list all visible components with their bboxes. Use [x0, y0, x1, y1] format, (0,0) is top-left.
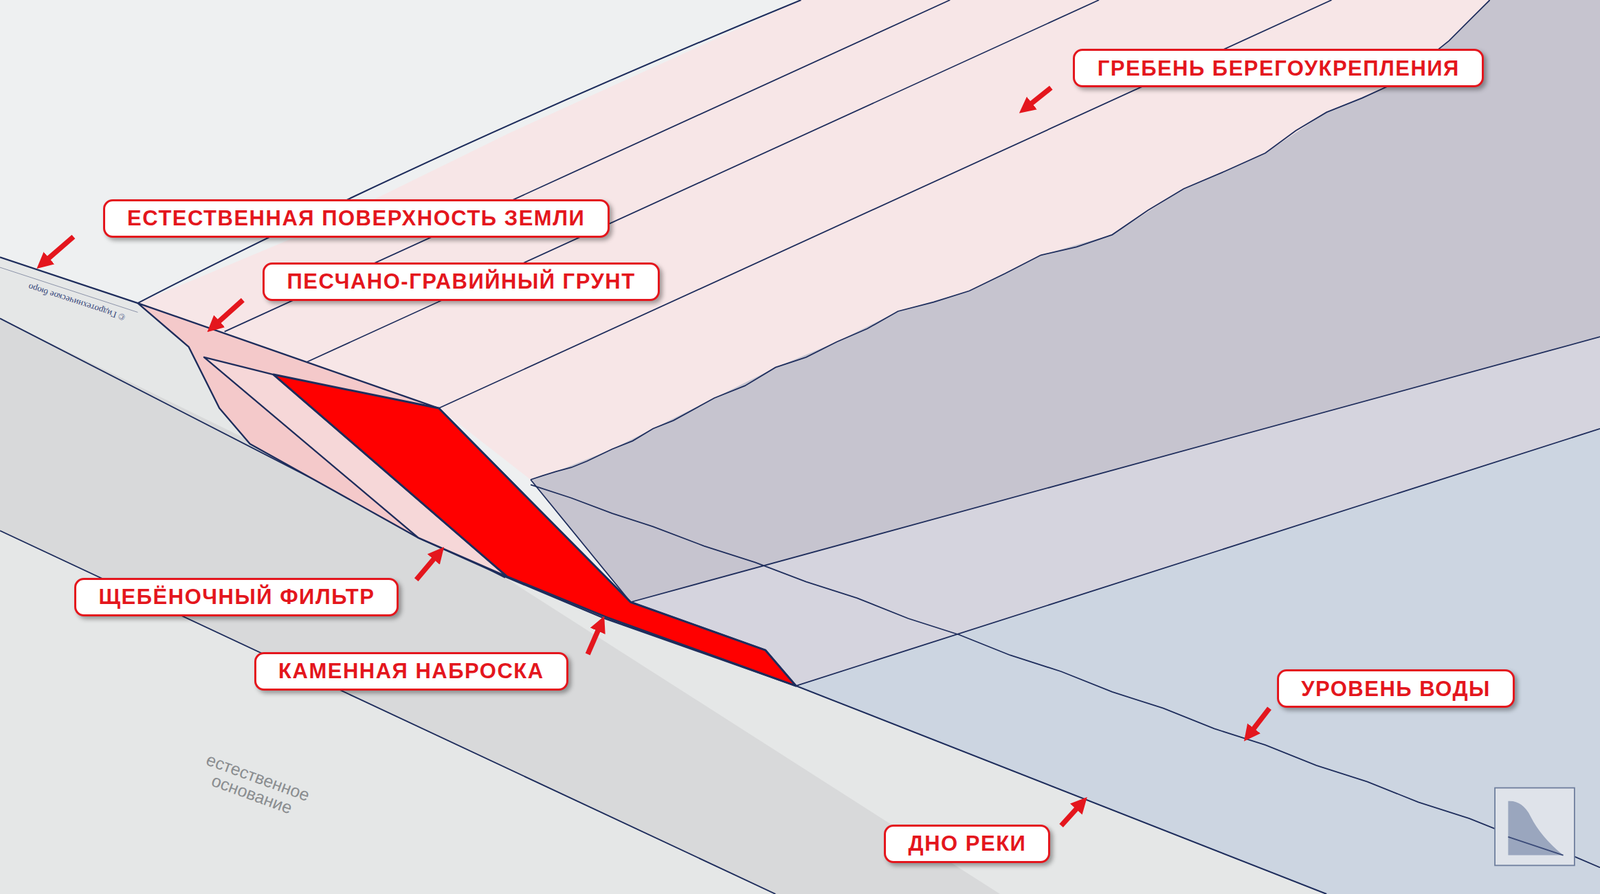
callout-arrow	[1061, 803, 1082, 827]
river-bed	[795, 685, 1327, 894]
callout-text: УРОВЕНЬ ВОДЫ	[1301, 678, 1491, 700]
callout-text: ГРЕБЕНЬ БЕРЕГОУКРЕПЛЕНИЯ	[1097, 57, 1460, 80]
callout-text: ПЕСЧАНО-ГРАВИЙНЫЙ ГРУНТ	[287, 270, 636, 293]
callout-text: ЕСТЕСТВЕННАЯ ПОВЕРХНОСТЬ ЗЕМЛИ	[127, 207, 585, 229]
logo	[1507, 801, 1563, 856]
revetment-line	[630, 336, 1600, 603]
callout-box: ПЕСЧАНО-ГРАВИЙНЫЙ ГРУНТ	[262, 262, 660, 302]
callout-arrow	[1248, 708, 1270, 736]
callout-arrow	[416, 553, 440, 581]
callout-box: УРОВЕНЬ ВОДЫ	[1276, 669, 1515, 708]
callout-box: ЕСТЕСТВЕННАЯ ПОВЕРХНОСТЬ ЗЕМЛИ	[103, 199, 610, 238]
callout-box: ГРЕБЕНЬ БЕРЕГОУКРЕПЛЕНИЯ	[1072, 48, 1484, 88]
ground-surface	[0, 267, 138, 313]
callout-arrow	[587, 623, 601, 655]
water-body	[795, 428, 1600, 894]
callout-box: ЩЕБЁНОЧНЫЙ ФИЛЬТР	[74, 578, 399, 617]
crest-line	[137, 0, 801, 304]
watermark: © Гидротехническое бюро	[26, 281, 126, 322]
water-level	[530, 484, 1600, 868]
callout-text: КАМЕННАЯ НАБРОСКА	[278, 660, 545, 682]
crest-line	[224, 0, 951, 332]
rock-riprap	[273, 374, 796, 686]
callout-box: КАМЕННАЯ НАБРОСКА	[254, 652, 569, 691]
sand-gravel-soil	[137, 303, 796, 686]
logo	[1494, 788, 1575, 866]
callout-text: ЩЕБЁНОЧНЫЙ ФИЛЬТР	[98, 586, 375, 608]
callout-arrow	[1025, 87, 1051, 109]
revetment-line	[795, 428, 1600, 686]
layer-label: естественное основание	[187, 746, 323, 825]
callout-arrows	[42, 87, 1270, 827]
callout-text: ДНО РЕКИ	[908, 832, 1027, 855]
callout-arrow	[42, 237, 74, 264]
callout-arrow	[213, 300, 243, 328]
callout-box: ДНО РЕКИ	[883, 824, 1051, 864]
logo	[1507, 837, 1563, 856]
